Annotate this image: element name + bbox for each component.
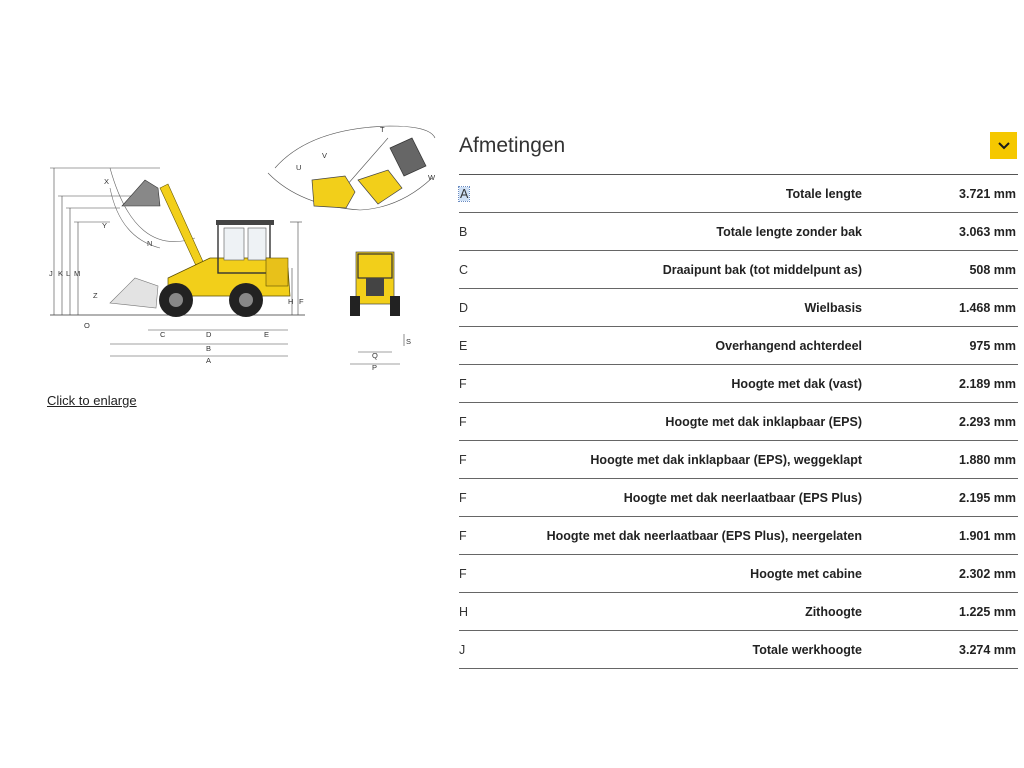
table-row: F Hoogte met dak inklapbaar (EPS), wegge…: [459, 441, 1018, 479]
dimensions-panel: Afmetingen A Totale lengte 3.721 mm B To…: [457, 128, 1018, 669]
row-label: Hoogte met dak inklapbaar (EPS): [665, 415, 862, 429]
dim-letter-f: F: [299, 297, 304, 306]
row-value: 3.274 mm: [959, 643, 1016, 657]
row-value: 3.063 mm: [959, 225, 1016, 239]
table-row: A Totale lengte 3.721 mm: [457, 175, 1018, 213]
dim-letter-t: T: [380, 125, 385, 134]
dim-letter-q: Q: [372, 351, 378, 360]
row-label: Totale lengte zonder bak: [716, 225, 862, 239]
dim-letter-z: Z: [93, 291, 98, 300]
row-label: Hoogte met dak (vast): [731, 377, 862, 391]
row-code: H: [459, 605, 469, 619]
table-row: E Overhangend achterdeel 975 mm: [459, 327, 1018, 365]
table-row: F Hoogte met dak neerlaatbaar (EPS Plus)…: [459, 517, 1018, 555]
dim-letter-j: J: [49, 269, 53, 278]
row-code: F: [459, 529, 467, 543]
dim-letter-d: D: [206, 330, 212, 339]
row-label: Wielbasis: [804, 301, 862, 315]
dim-letter-m: M: [74, 269, 80, 278]
row-value: 2.189 mm: [959, 377, 1016, 391]
panel-header[interactable]: Afmetingen: [459, 128, 1018, 175]
row-value: 1.468 mm: [959, 301, 1016, 315]
row-value: 1.225 mm: [959, 605, 1016, 619]
row-code: D: [459, 301, 469, 315]
table-row: F Hoogte met dak inklapbaar (EPS) 2.293 …: [459, 403, 1018, 441]
dim-letter-o: O: [84, 321, 90, 330]
row-value: 1.901 mm: [959, 529, 1016, 543]
table-row: F Hoogte met dak (vast) 2.189 mm: [459, 365, 1018, 403]
dim-letter-s: S: [406, 337, 411, 346]
row-code: F: [459, 567, 467, 581]
row-code: E: [459, 339, 468, 353]
row-code: J: [459, 643, 466, 657]
row-code: F: [459, 491, 467, 505]
row-label: Totale lengte: [785, 187, 862, 201]
row-label: Hoogte met cabine: [750, 567, 862, 581]
row-value: 3.721 mm: [959, 187, 1016, 201]
row-value: 508 mm: [969, 263, 1016, 277]
row-code: B: [459, 225, 468, 239]
dim-letter-w: W: [428, 173, 436, 182]
dim-letter-c: C: [160, 330, 166, 339]
row-code: F: [459, 377, 467, 391]
row-label: Hoogte met dak inklapbaar (EPS), weggekl…: [590, 453, 862, 467]
table-row: H Zithoogte 1.225 mm: [459, 593, 1018, 631]
row-value: 1.880 mm: [959, 453, 1016, 467]
panel-title: Afmetingen: [459, 134, 566, 157]
table-row: J Totale werkhoogte 3.274 mm: [459, 631, 1018, 669]
row-code: C: [459, 263, 469, 277]
loader-diagram: J K L M X Y N Z O: [49, 125, 436, 372]
table-row: C Draaipunt bak (tot middelpunt as) 508 …: [459, 251, 1018, 289]
row-code: A: [457, 186, 471, 202]
dim-letter-p: P: [372, 363, 377, 372]
dimensions-table: A Totale lengte 3.721 mm B Totale lengte…: [457, 175, 1018, 669]
row-value: 975 mm: [969, 339, 1016, 353]
table-row: F Hoogte met dak neerlaatbaar (EPS Plus)…: [459, 479, 1018, 517]
row-code: F: [459, 415, 467, 429]
chevron-down-icon: [997, 141, 1010, 149]
dim-letter-l: L: [66, 269, 70, 278]
dim-letter-y: Y: [102, 221, 107, 230]
row-label: Totale werkhoogte: [752, 643, 862, 657]
row-value: 2.302 mm: [959, 567, 1016, 581]
dim-letter-n: N: [147, 239, 152, 248]
dim-letter-b: B: [206, 344, 211, 353]
dim-letter-u: U: [296, 163, 301, 172]
row-value: 2.293 mm: [959, 415, 1016, 429]
row-label: Overhangend achterdeel: [715, 339, 862, 353]
row-label: Draaipunt bak (tot middelpunt as): [662, 263, 862, 277]
row-label: Hoogte met dak neerlaatbaar (EPS Plus): [623, 491, 862, 505]
collapse-toggle-button[interactable]: [990, 132, 1017, 159]
table-row: F Hoogte met cabine 2.302 mm: [459, 555, 1018, 593]
dim-letter-e: E: [264, 330, 269, 339]
dim-letter-x: X: [104, 177, 109, 186]
table-row: D Wielbasis 1.468 mm: [459, 289, 1018, 327]
row-label: Zithoogte: [805, 605, 862, 619]
dimension-drawing[interactable]: J K L M X Y N Z O: [40, 118, 440, 378]
row-code: F: [459, 453, 467, 467]
dim-letter-a: A: [206, 356, 211, 365]
dim-letter-k: K: [58, 269, 63, 278]
dim-letter-v: V: [322, 151, 327, 160]
row-value: 2.195 mm: [959, 491, 1016, 505]
row-label: Hoogte met dak neerlaatbaar (EPS Plus), …: [546, 529, 862, 543]
dim-letter-h: H: [288, 297, 293, 306]
click-to-enlarge-link[interactable]: Click to enlarge: [47, 393, 137, 408]
table-row: B Totale lengte zonder bak 3.063 mm: [459, 213, 1018, 251]
